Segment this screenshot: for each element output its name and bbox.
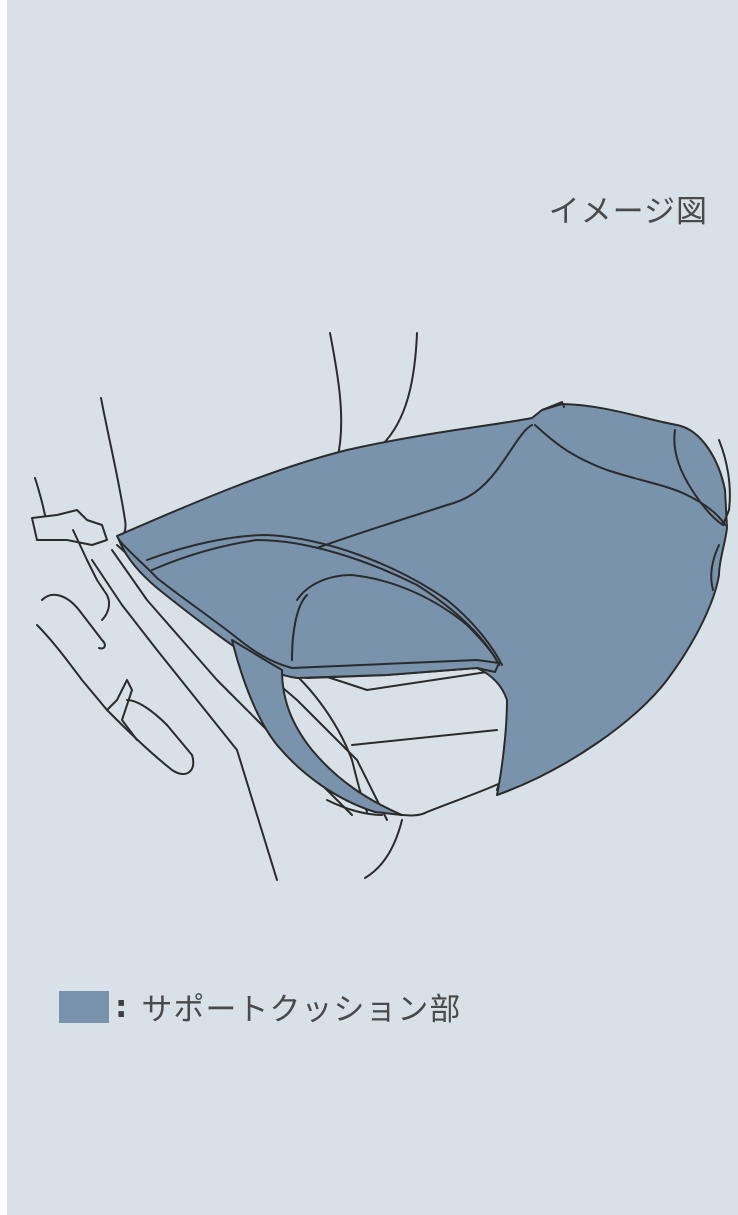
legend-separator: :	[115, 989, 127, 1025]
figure-panel: イメージ図	[7, 0, 738, 1215]
seat-illustration	[7, 320, 738, 900]
figure-caption: イメージ図	[549, 186, 708, 231]
legend-swatch	[59, 991, 109, 1023]
legend-label: サポートクッション部	[141, 984, 461, 1029]
support-cushion	[117, 404, 730, 815]
legend: : サポートクッション部	[59, 984, 461, 1029]
cushion-main-body	[117, 404, 727, 795]
